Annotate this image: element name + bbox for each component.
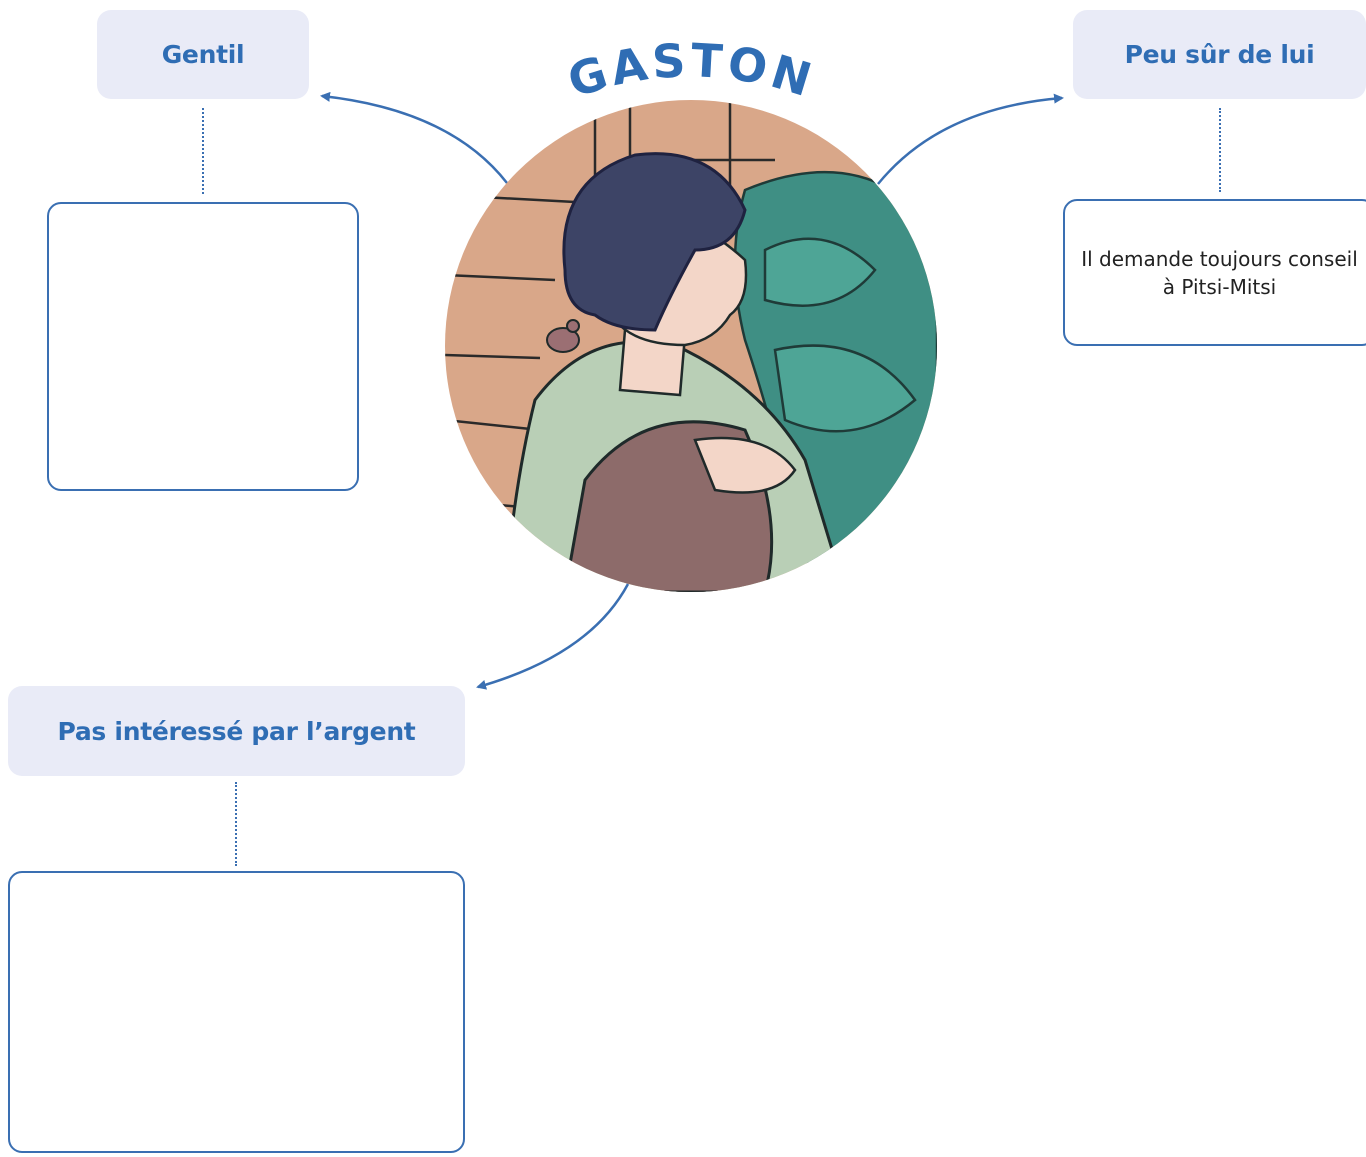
- connector-dots: [235, 782, 237, 866]
- page-title: GASTON: [561, 33, 821, 108]
- arrow-to-gentil: [320, 91, 508, 184]
- connector-dots: [202, 108, 204, 194]
- connector-dots: [1219, 108, 1221, 192]
- arrow-to-peu-sur: [877, 93, 1064, 185]
- trait-label-gentil: Gentil: [97, 10, 309, 99]
- arrow-to-argent: [476, 583, 630, 690]
- gaston-portrait: [445, 100, 937, 592]
- answer-box-argent[interactable]: [8, 871, 465, 1153]
- answer-text: Il demande toujours conseil à Pitsi-Mits…: [1081, 246, 1358, 299]
- answer-box-gentil[interactable]: [47, 202, 359, 491]
- trait-label-argent: Pas intéressé par l’argent: [8, 686, 465, 776]
- trait-label-peu-sur: Peu sûr de lui: [1073, 10, 1366, 99]
- answer-box-peu-sur[interactable]: Il demande toujours conseil à Pitsi-Mits…: [1063, 199, 1366, 346]
